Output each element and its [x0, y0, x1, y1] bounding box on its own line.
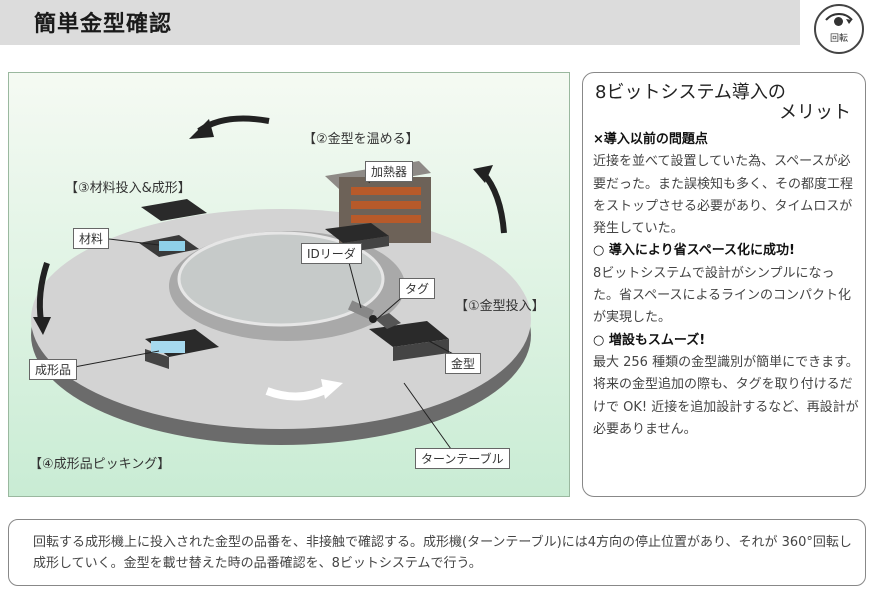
rotation-badge: 回転	[814, 4, 864, 54]
title-bar: 簡単金型確認	[0, 0, 800, 45]
label-tag: タグ	[399, 278, 436, 299]
turntable-diagram: 【②金型を温める】 【③材料投入&成形】 【①金型投入】 【④成形品ピッキング】…	[8, 72, 570, 497]
panel-title-line1: 8ビットシステム導入の	[595, 82, 786, 103]
label-step2: 【②金型を温める】	[303, 132, 419, 147]
leader-material	[108, 238, 160, 246]
rotation-arrow-head	[321, 379, 343, 399]
label-turntable: ターンテーブル	[415, 448, 510, 469]
label-step1: 【①金型投入】	[455, 299, 545, 314]
caption-text: 回転する成形機上に投入された金型の品番を、非接触で確認する。成形機(ターンテーブ…	[33, 535, 852, 571]
panel-title: 8ビットシステム導入の メリット	[595, 83, 851, 123]
label-material: 材料	[73, 228, 110, 249]
label-mold: 金型	[445, 353, 482, 374]
id-reader	[348, 300, 377, 323]
arrow-3-4-head	[33, 317, 51, 335]
label-product: 成形品	[29, 359, 78, 380]
rotation-label: 回転	[829, 34, 848, 44]
heading-space-saving: ○ 導入により省スペース化に成功!	[593, 243, 795, 259]
label-heater: 加熱器	[365, 161, 414, 182]
label-step4: 【④成形品ピッキング】	[29, 457, 171, 472]
arrow-3-4	[36, 262, 50, 322]
panel-title-line2: メリット	[779, 102, 851, 123]
mold-bottom	[145, 329, 219, 369]
rotation-icon	[825, 13, 853, 24]
merit-panel: 8ビットシステム導入の メリット ×導入以前の問題点 近接を並べて設置していた為…	[582, 72, 866, 497]
leader-product	[68, 350, 160, 369]
label-id-reader: IDリーダ	[301, 243, 362, 264]
text-expansion: 最大 256 種類の金型識別が簡単にできます。	[593, 354, 859, 370]
rotation-arrow	[265, 385, 329, 401]
mold-right	[369, 313, 449, 361]
leader-mold	[428, 340, 456, 356]
text-space-saving: 8ビットシステムで設計がシンプルになった。省スペースによるラインのコンパクト化が…	[593, 265, 852, 326]
arrow-1-2-head	[473, 165, 493, 183]
rotation-dot	[834, 17, 843, 26]
caption-box: 回転する成形機上に投入された金型の品番を、非接触で確認する。成形機(ターンテーブ…	[8, 519, 866, 586]
mold-left	[139, 199, 207, 257]
text-future: 将来の金型追加の際も、タグを取り付けるだけで OK! 近接を追加設計するなど、再…	[593, 377, 859, 437]
page-title: 簡単金型確認	[34, 12, 173, 37]
label-step3: 【③材料投入&成形】	[65, 181, 191, 196]
turntable-illustration	[31, 115, 531, 450]
heading-expansion: ○ 増設もスムーズ!	[593, 332, 706, 348]
text-problems: 近接を並べて設置していた為、スペースが必要だった。また誤検知も多く、その都度工程…	[593, 154, 854, 237]
arrow-1-2	[480, 170, 507, 234]
arrow-2-3-head	[189, 119, 214, 139]
panel-body: ×導入以前の問題点 近接を並べて設置していた為、スペースが必要だった。また誤検知…	[593, 129, 859, 441]
heading-problems: ×導入以前の問題点	[593, 132, 708, 147]
leader-turntable	[403, 382, 452, 450]
